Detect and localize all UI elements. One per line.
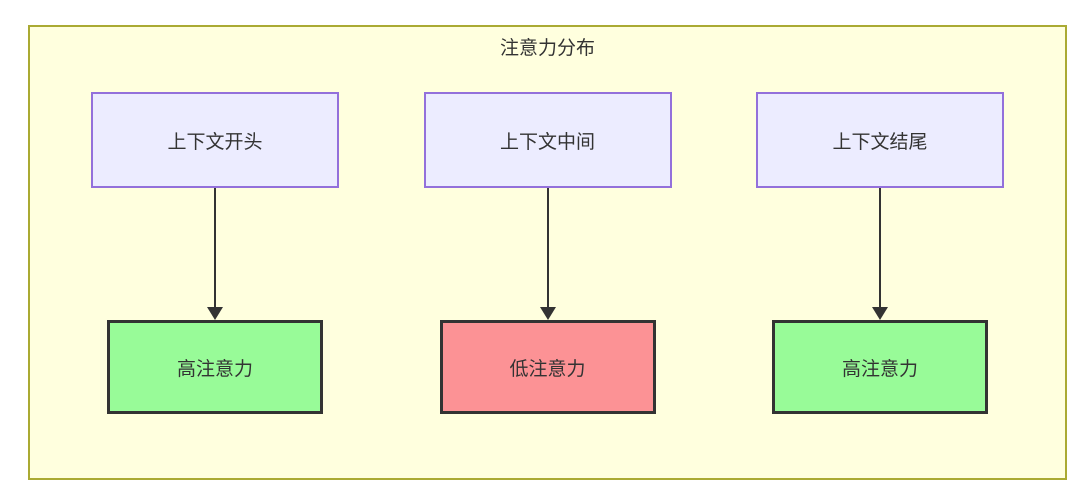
attention-distribution-diagram: 注意力分布 上下文开头 高注意力 上下文中间 低注意力 上下文结尾 高注	[28, 25, 1067, 480]
column-context-middle: 上下文中间 低注意力	[423, 92, 672, 414]
arrow-down-icon	[539, 188, 556, 320]
column-context-end: 上下文结尾 高注意力	[756, 92, 1004, 414]
diagram-title: 注意力分布	[499, 38, 595, 59]
arrowhead-icon	[872, 307, 888, 320]
node-context-start: 上下文开头	[91, 92, 339, 188]
arrow-line	[546, 188, 549, 308]
node-context-end: 上下文结尾	[756, 92, 1004, 188]
arrow-line	[879, 188, 881, 308]
arrow-line	[214, 188, 216, 308]
arrow-down-icon	[207, 188, 223, 320]
node-high-attention-end: 高注意力	[772, 320, 988, 414]
arrowhead-icon	[539, 307, 556, 320]
node-context-middle: 上下文中间	[423, 92, 672, 188]
arrowhead-icon	[207, 307, 223, 320]
node-high-attention-start: 高注意力	[107, 320, 323, 414]
column-context-start: 上下文开头 高注意力	[91, 92, 339, 414]
diagram-columns: 上下文开头 高注意力 上下文中间 低注意力 上下文结尾 高注意力	[30, 92, 1065, 414]
node-low-attention-middle: 低注意力	[439, 320, 656, 414]
arrow-down-icon	[872, 188, 888, 320]
